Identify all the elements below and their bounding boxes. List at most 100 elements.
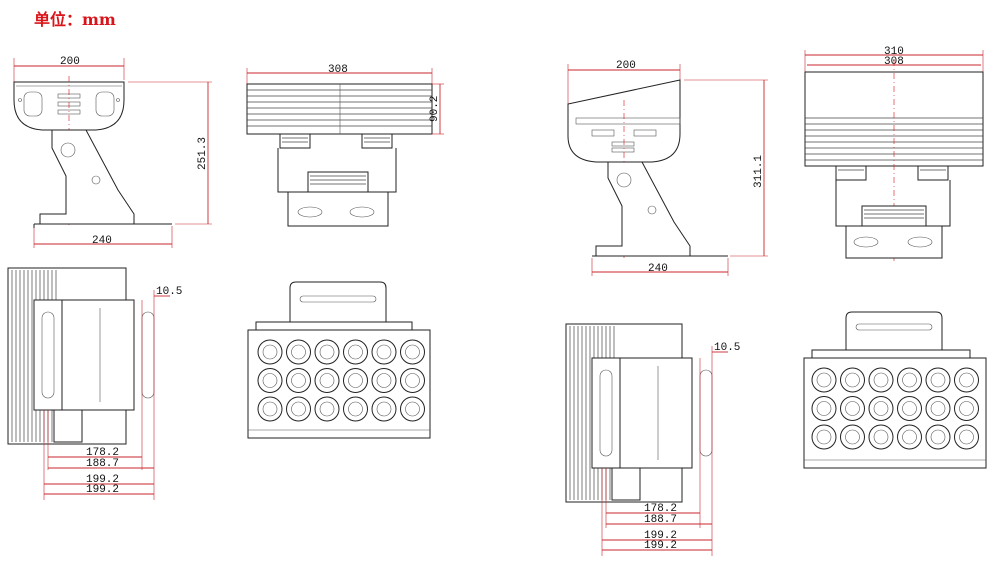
led-lens-inner: [376, 344, 392, 360]
dim-front-width-b: 200: [616, 60, 636, 72]
led-lens-inner: [262, 401, 278, 417]
led-lens-inner: [348, 401, 363, 417]
dim-front-width-a: 200: [60, 56, 80, 68]
front-view-b: 200 311.1 240: [567, 60, 768, 276]
led-lens-inner: [816, 429, 832, 445]
dim-bottom-d4-b: 199.2: [644, 540, 677, 552]
led-lens-inner: [902, 372, 917, 388]
dim-bottom-d3-a: 199.2: [86, 474, 119, 486]
led-lens-inner: [319, 401, 335, 417]
led-lens: [925, 424, 951, 450]
led-lens: [897, 367, 922, 393]
led-lens: [868, 396, 894, 421]
led-lens-inner: [959, 429, 974, 445]
side-view-b: 310 308: [804, 46, 984, 262]
dim-bottom-d2-a: 188.7: [86, 458, 119, 470]
led-lens: [371, 396, 397, 422]
led-lens-inner: [405, 373, 420, 388]
led-lens-inner: [873, 401, 889, 416]
led-lens: [400, 339, 425, 365]
face-view-a: [247, 281, 431, 439]
led-lens: [257, 339, 283, 365]
led-lens-inner: [348, 373, 363, 388]
led-lens: [257, 368, 283, 393]
dim-bottom-d1-a: 178.2: [86, 447, 119, 459]
led-lens: [343, 339, 368, 365]
dim-bottom-d1-b: 178.2: [644, 503, 677, 515]
led-lens: [286, 396, 311, 422]
led-lens: [897, 424, 922, 450]
led-lens: [343, 368, 368, 393]
led-lens: [811, 367, 837, 393]
led-array-b: [811, 367, 979, 450]
led-lens-inner: [262, 373, 278, 388]
led-lens: [811, 424, 837, 450]
led-lens-inner: [845, 372, 860, 388]
dim-bottom-d2-b: 188.7: [644, 514, 677, 526]
led-lens: [314, 368, 340, 393]
led-lens-inner: [319, 373, 335, 388]
led-lens: [840, 367, 865, 393]
bottom-view-a: 10.5 178.2 188.7 199.2 199.2: [7, 267, 182, 500]
led-lens-inner: [405, 401, 420, 417]
led-lens-inner: [291, 344, 306, 360]
led-lens-inner: [291, 401, 306, 417]
dim-side-width-outer-b: 310: [884, 46, 904, 58]
led-lens-inner: [959, 372, 974, 388]
led-lens: [343, 396, 368, 422]
led-lens-inner: [845, 429, 860, 445]
led-lens: [868, 424, 894, 450]
led-lens: [257, 396, 283, 422]
led-lens-inner: [262, 344, 278, 360]
led-lens-inner: [902, 429, 917, 445]
front-view-a: 200 251.3 240: [13, 56, 212, 248]
dim-bottom-d4-a: 199.2: [86, 484, 119, 496]
led-lens: [954, 396, 979, 421]
led-lens: [400, 368, 425, 393]
led-lens-inner: [873, 372, 889, 388]
led-lens-inner: [291, 373, 306, 388]
dim-front-base-a: 240: [92, 235, 112, 247]
led-lens-inner: [319, 344, 335, 360]
led-lens: [286, 339, 311, 365]
dim-bottom-d3-b: 199.2: [644, 530, 677, 542]
led-lens-inner: [873, 429, 889, 445]
led-lens: [811, 396, 837, 421]
led-lens: [925, 396, 951, 421]
led-lens: [371, 368, 397, 393]
led-lens-inner: [348, 344, 363, 360]
led-array-a: [257, 339, 425, 422]
led-lens-inner: [845, 401, 860, 416]
led-lens: [286, 368, 311, 393]
dim-front-height-b: 311.1: [753, 155, 765, 188]
led-lens-inner: [816, 401, 832, 416]
dim-bottom-offset-a: 10.5: [156, 286, 182, 298]
dim-front-height-a: 251.3: [197, 137, 209, 170]
led-lens-inner: [930, 429, 946, 445]
led-lens-inner: [930, 401, 946, 416]
led-lens: [925, 367, 951, 393]
led-lens: [400, 396, 425, 422]
led-lens-inner: [902, 401, 917, 416]
dim-side-width-a: 308: [328, 64, 348, 76]
dim-front-base-b: 240: [648, 263, 668, 275]
led-lens-inner: [376, 401, 392, 417]
led-lens-inner: [376, 373, 392, 388]
led-lens-inner: [405, 344, 420, 360]
led-lens: [840, 424, 865, 450]
led-lens: [840, 396, 865, 421]
side-view-a: 308 90.2: [246, 64, 444, 227]
led-lens: [314, 396, 340, 422]
led-lens: [314, 339, 340, 365]
dim-side-height-a: 90.2: [429, 96, 441, 122]
bottom-view-b: 10.5 178.2 188.7 199.2 199.2: [565, 323, 740, 556]
led-lens-inner: [816, 372, 832, 388]
unit-label: 单位：mm: [34, 10, 116, 29]
led-lens: [954, 424, 979, 450]
face-view-b: [803, 311, 987, 469]
led-lens: [954, 367, 979, 393]
led-lens-inner: [959, 401, 974, 416]
led-lens: [897, 396, 922, 421]
led-lens: [371, 339, 397, 365]
